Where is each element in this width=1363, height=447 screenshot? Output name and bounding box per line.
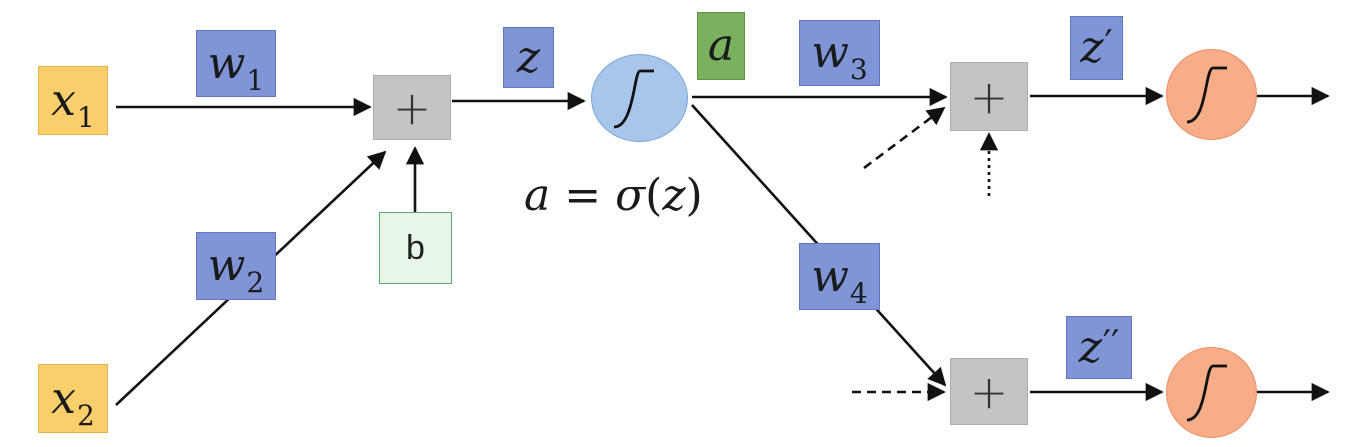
preactivation-z: z bbox=[503, 27, 554, 88]
z-double-prime-label: z′′ bbox=[1078, 321, 1120, 373]
input-x1: x1 bbox=[38, 66, 108, 135]
input-x2: x2 bbox=[38, 364, 108, 433]
preactivation-z-prime: z′ bbox=[1070, 16, 1123, 80]
a-label: a bbox=[707, 20, 735, 71]
z-prime-label: z′ bbox=[1080, 22, 1113, 73]
output-neuron-1 bbox=[1166, 49, 1257, 140]
summation-node-3: + bbox=[950, 358, 1028, 425]
sigmoid-curve-icon bbox=[1186, 66, 1227, 124]
x1-label: x1 bbox=[51, 74, 95, 134]
weight-w3: w3 bbox=[799, 20, 880, 86]
x2-label: x2 bbox=[51, 372, 95, 432]
sigmoid-curve-icon bbox=[613, 69, 654, 129]
weight-w2: w2 bbox=[196, 232, 276, 300]
weight-w4: w4 bbox=[799, 243, 880, 310]
w2-label: w2 bbox=[207, 240, 265, 299]
b-label: b bbox=[406, 228, 425, 267]
weight-w1: w1 bbox=[196, 30, 276, 97]
w3-label: w3 bbox=[811, 27, 868, 86]
summation-node-2: + bbox=[950, 62, 1028, 131]
plus-icon: + bbox=[969, 364, 1009, 419]
activation-equation: a = σ(z) bbox=[524, 170, 703, 221]
sigmoid-curve-icon bbox=[1186, 364, 1227, 422]
plus-icon: + bbox=[392, 80, 432, 135]
activation-output-a: a bbox=[697, 12, 745, 80]
hidden-neuron bbox=[591, 54, 688, 142]
bias-b: b bbox=[379, 212, 452, 284]
summation-node-1: + bbox=[373, 75, 451, 140]
output-neuron-2 bbox=[1166, 347, 1257, 438]
w1-label: w1 bbox=[207, 37, 265, 97]
z-label: z bbox=[516, 31, 541, 83]
plus-icon: + bbox=[969, 69, 1009, 124]
dashed-edge-into-sum2 bbox=[863, 106, 946, 170]
w4-label: w4 bbox=[811, 250, 868, 310]
preactivation-z-double-prime: z′′ bbox=[1066, 316, 1132, 379]
